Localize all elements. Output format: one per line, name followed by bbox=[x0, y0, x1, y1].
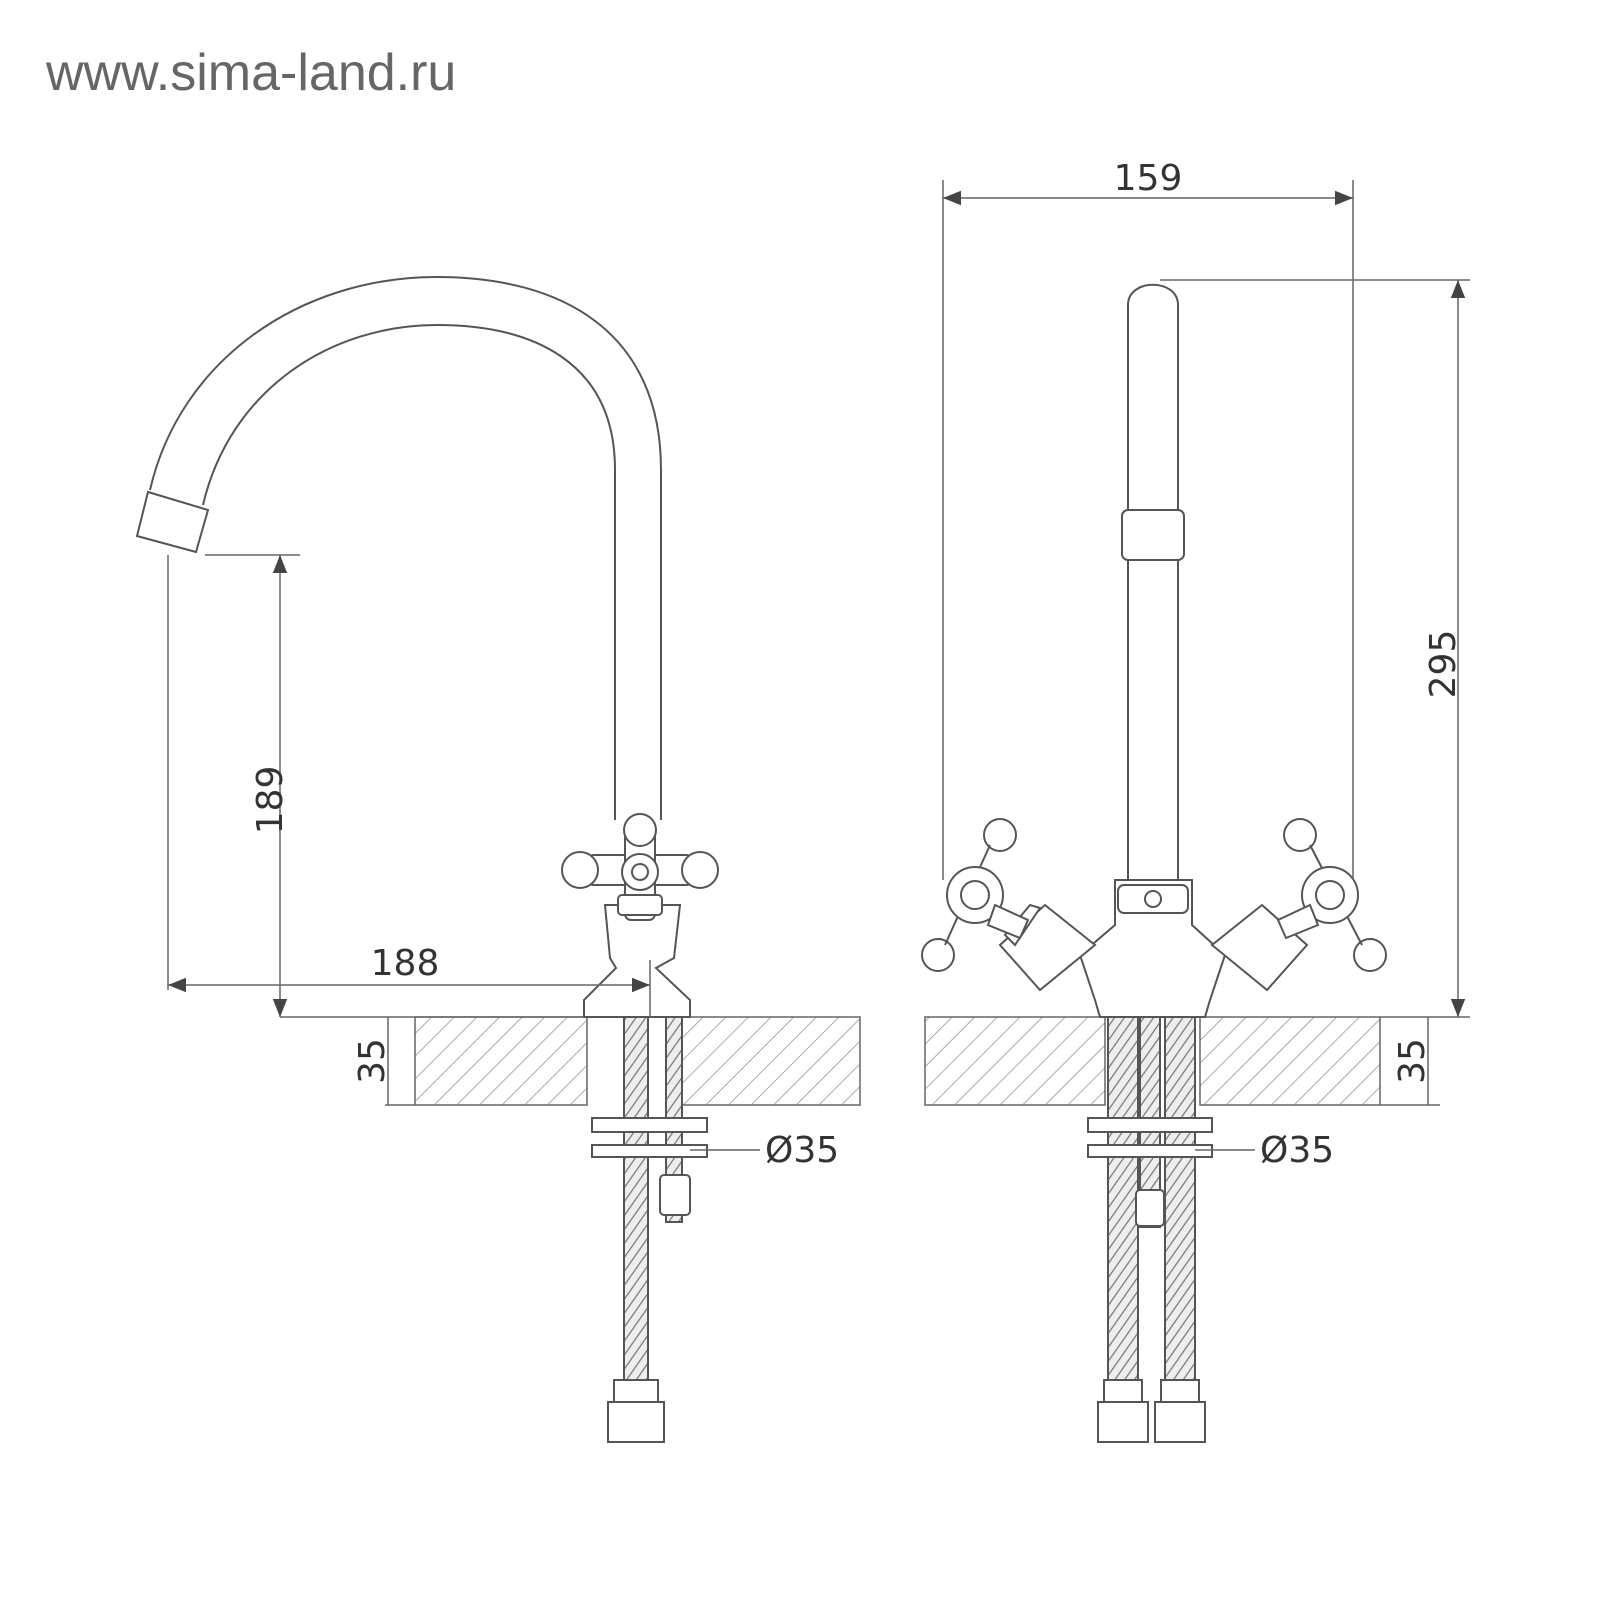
front-supply-hose-left bbox=[1107, 1016, 1139, 1398]
front-collar-screw bbox=[1144, 890, 1162, 908]
side-nut bbox=[659, 1174, 691, 1216]
dim-deck-thickness-side: 35 bbox=[352, 1038, 393, 1084]
front-left-hose-nut bbox=[1097, 1401, 1149, 1443]
side-view: 189 188 35 Ø35 bbox=[135, 275, 861, 1443]
front-supply-hose-right bbox=[1164, 1016, 1196, 1398]
dim-spout-height: 189 bbox=[250, 766, 291, 835]
front-washer bbox=[1087, 1117, 1213, 1133]
front-right-valve bbox=[1210, 818, 1387, 992]
front-left-valve bbox=[921, 818, 1097, 992]
front-countertop-right bbox=[1199, 1016, 1381, 1106]
dim-hole-diameter-front: Ø35 bbox=[1260, 1130, 1334, 1171]
front-countertop-left bbox=[924, 1016, 1106, 1106]
front-view: 159 295 35 Ø35 bbox=[921, 158, 1470, 1443]
front-right-hose-nut bbox=[1154, 1401, 1206, 1443]
side-clamp-plate bbox=[591, 1144, 708, 1158]
side-spout-inner bbox=[149, 275, 662, 820]
dim-spout-reach: 188 bbox=[371, 943, 440, 984]
side-cross-handle bbox=[561, 813, 719, 921]
front-nut bbox=[1135, 1189, 1165, 1227]
side-countertop-left bbox=[414, 1016, 588, 1106]
side-hose-ferrule bbox=[613, 1379, 659, 1403]
dim-total-height: 295 bbox=[1423, 630, 1464, 699]
side-supply-hose bbox=[623, 1016, 649, 1413]
side-countertop-right bbox=[679, 1016, 861, 1106]
side-hose-nut bbox=[607, 1401, 665, 1443]
side-valve-body bbox=[583, 904, 691, 1018]
side-washer bbox=[591, 1117, 708, 1133]
dim-width: 159 bbox=[1114, 158, 1183, 199]
front-aerator-ring bbox=[1121, 509, 1185, 561]
front-spout-column bbox=[1127, 283, 1179, 891]
front-clamp-plate bbox=[1087, 1144, 1213, 1158]
front-left-ferrule bbox=[1103, 1379, 1143, 1403]
side-spout-outer bbox=[202, 323, 616, 820]
dim-hole-diameter-side: Ø35 bbox=[765, 1130, 839, 1171]
site-url-label: www.sima-land.ru bbox=[45, 44, 456, 102]
side-aerator bbox=[135, 490, 210, 554]
front-right-ferrule bbox=[1160, 1379, 1200, 1403]
dim-deck-thickness-front: 35 bbox=[1392, 1038, 1433, 1084]
